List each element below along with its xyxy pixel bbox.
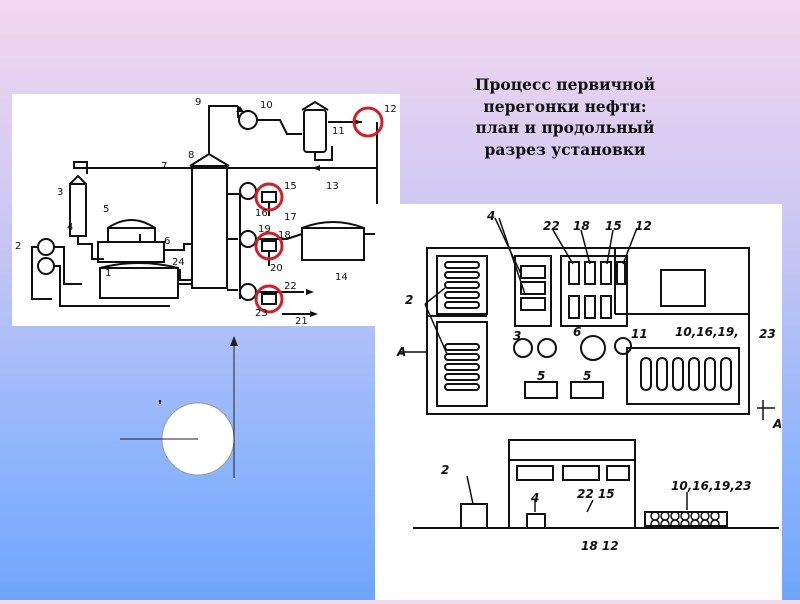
main-column	[191, 165, 228, 289]
circle-drawing	[120, 336, 238, 478]
plan-outline	[426, 247, 750, 415]
plan-label-10-16-19: 10,16,19,	[675, 325, 739, 339]
section-label-4: 4	[530, 491, 539, 505]
plan-and-section: 4 2 22 18 15 12 3 6 11 10,16,19, 23 5 5 …	[375, 204, 782, 600]
cooler-15	[239, 182, 257, 200]
scheme-drawing: 1 2 3 4 5 6 7 8 9 10 11 12 13 14 15 16 1…	[15, 97, 397, 327]
section-label-10-16-19-23: 10,16,19,23	[671, 479, 751, 493]
label-1: 1	[105, 268, 111, 279]
circle-figure	[110, 330, 250, 480]
highlight-circle-20	[254, 231, 284, 261]
highlight-circle-16	[254, 182, 284, 212]
label-15: 15	[284, 181, 297, 192]
tank-14	[301, 227, 365, 261]
plan-label-a-left: A	[396, 345, 406, 359]
plan-drawing: 4 2 22 18 15 12 3 6 11 10,16,19, 23 5 5 …	[396, 209, 782, 553]
label-2: 2	[15, 241, 21, 252]
slide-title: Процесс первичной перегонки нефти: план …	[450, 74, 680, 160]
heat-exchanger-2a	[37, 238, 55, 256]
title-line-3: план и продольный	[475, 118, 655, 137]
label-14: 14	[335, 272, 348, 283]
label-11: 11	[332, 126, 345, 137]
plan-label-4: 4	[486, 209, 495, 223]
label-6: 6	[164, 236, 170, 247]
title-line-4: разрез установки	[484, 139, 646, 159]
label-19: 19	[258, 224, 271, 235]
highlight-circle-12	[352, 106, 384, 138]
title-line-2: перегонки нефти:	[483, 96, 647, 116]
label-16: 16	[255, 208, 268, 219]
cooler-19	[239, 230, 257, 248]
plan-label-18: 18	[573, 219, 590, 233]
heat-exchanger-2b	[37, 257, 55, 275]
main-column-top	[189, 152, 230, 167]
label-4: 4	[67, 222, 73, 233]
process-flow-scheme: 1 2 3 4 5 6 7 8 9 10 11 12 13 14 15 16 1…	[12, 94, 400, 327]
plan-label-3: 3	[513, 329, 521, 343]
plan-label-2: 2	[405, 293, 413, 307]
tank-1	[99, 267, 179, 299]
furnace-5	[97, 241, 165, 263]
plan-label-5b: 5	[583, 369, 591, 383]
label-23: 23	[255, 308, 268, 319]
section-label-18-12: 18 12	[581, 539, 619, 553]
separator-11	[303, 109, 327, 153]
plan-label-11: 11	[631, 327, 648, 341]
label-3: 3	[57, 187, 63, 198]
label-22: 22	[284, 281, 297, 292]
plan-label-12: 12	[635, 219, 652, 233]
plan-label-5a: 5	[537, 369, 545, 383]
label-13: 13	[326, 181, 339, 192]
label-12: 12	[384, 104, 397, 115]
label-10: 10	[260, 100, 273, 111]
highlight-circle-23	[254, 284, 284, 314]
plan-label-23: 23	[759, 327, 776, 341]
condenser-10	[238, 110, 258, 130]
label-18: 18	[278, 230, 291, 241]
label-5: 5	[103, 204, 109, 215]
label-20: 20	[270, 263, 283, 274]
section-label-2: 2	[441, 463, 449, 477]
section-label-22-15: 22 15	[577, 487, 615, 501]
label-8: 8	[188, 150, 194, 161]
label-21: 21	[295, 316, 308, 326]
title-line-1: Процесс первичной	[474, 75, 656, 94]
cooler-22	[239, 283, 257, 301]
plan-label-6: 6	[573, 325, 581, 339]
label-7: 7	[161, 161, 167, 172]
label-24: 24	[172, 257, 185, 268]
label-9: 9	[195, 97, 201, 108]
plan-label-a-right: A	[772, 417, 782, 431]
plan-label-22: 22	[543, 219, 560, 233]
label-17: 17	[284, 212, 297, 223]
plan-label-15: 15	[605, 219, 622, 233]
